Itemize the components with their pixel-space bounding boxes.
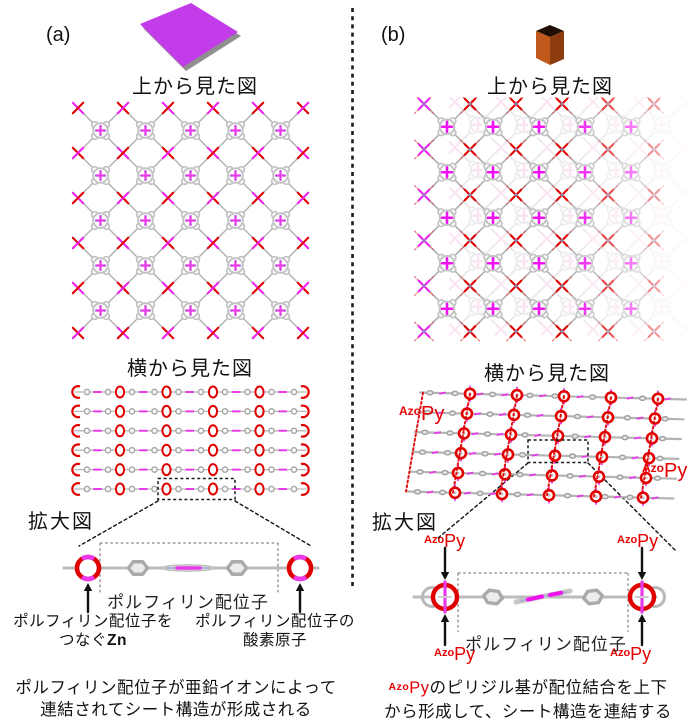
panel-a-top-view-title: 上から見た図 [132, 76, 258, 98]
panel-b-caption: AzoPyのピリジル基が配位結合を上下 から形成して、シート構造を連結する [356, 677, 700, 723]
panel-b-side-view-title: 横から見た図 [484, 363, 610, 385]
azopy-main: Py [444, 531, 466, 551]
panel-b-azopy-label-side-right: AzoPy [642, 460, 687, 483]
azopy-main: Py [454, 644, 476, 664]
panel-a-label: (a) [46, 24, 71, 46]
annotation-zn-line1: ポルフィリン配位子を [13, 613, 173, 630]
azopy-main: Py [637, 531, 659, 551]
panel-a-annotation-zn: ポルフィリン配位子を つなぐZn [2, 612, 184, 650]
panel-a-side-view-title: 横から見た図 [127, 358, 253, 380]
panel-b-top-view-title: 上から見た図 [487, 76, 613, 98]
panel-b-azopy-label-mol-bottomright: AzoPy [610, 644, 651, 665]
panel-b-label: (b) [381, 24, 406, 46]
panel-b-azopy-label-mol-bottomleft: AzoPy [434, 644, 475, 665]
panel-b-caption-line2: から形成して、シート構造を連結する [384, 703, 672, 721]
panel-b-ligand-label: ポルフィリン配位子 [465, 635, 627, 654]
panel-a-annotation-oxygen: ポルフィリン配位子の 酸素原子 [192, 612, 358, 650]
panel-a-ligand-label: ポルフィリン配位子 [107, 593, 269, 612]
azopy-main: Py [409, 679, 430, 697]
panel-a-top-view-structure [71, 101, 310, 340]
azopy-in-caption: AzoPy [388, 679, 429, 697]
azopy-prefix: Azo [399, 404, 421, 418]
panel-a-enlarged-molecule [62, 542, 320, 614]
panel-b-caption-line1: のピリジル基が配位結合を上下 [429, 679, 668, 697]
panel-b-top-view-structure [395, 97, 695, 349]
azopy-prefix: Azo [617, 534, 638, 546]
azopy-prefix: Azo [424, 534, 445, 546]
panel-b-zoom-title: 拡大図 [372, 512, 438, 534]
panel-b-azopy-label-mol-topright: AzoPy [617, 531, 658, 552]
annotation-oxygen-line1: ポルフィリン配位子の [195, 613, 355, 630]
azopy-main: Py [630, 644, 652, 664]
azopy-prefix: Azo [434, 647, 455, 659]
annotation-oxygen-line2: 酸素原子 [242, 632, 307, 649]
panel-b-side-view-structure [405, 385, 688, 507]
annotation-zn-symbol: Zn [107, 632, 127, 649]
azopy-prefix: Azo [610, 647, 631, 659]
azopy-prefix: Azo [642, 461, 664, 475]
panel-b-azopy-label-mol-topleft: AzoPy [424, 531, 465, 552]
panel-a-caption-line2: 連結されてシート構造が形成される [40, 701, 312, 719]
panel-a-caption-line1: ポルフィリン配位子が亜鉛イオンによって [15, 679, 337, 697]
panel-b-enlarged-molecule [412, 546, 666, 647]
panel-a-zoom-title: 拡大図 [28, 511, 94, 533]
annotation-zn-line2: つなぐ [59, 632, 108, 649]
azopy-main: Py [664, 460, 688, 482]
azopy-prefix: Azo [388, 681, 410, 693]
panel-a-side-view-structure [71, 385, 310, 501]
azopy-main: Py [421, 403, 445, 425]
pillar-cube-icon [536, 25, 564, 65]
sheet-shape-icon [140, 3, 241, 71]
panel-b-azopy-label-side-left: AzoPy [399, 403, 444, 426]
panel-a-caption: ポルフィリン配位子が亜鉛イオンによって 連結されてシート構造が形成される [2, 677, 350, 721]
